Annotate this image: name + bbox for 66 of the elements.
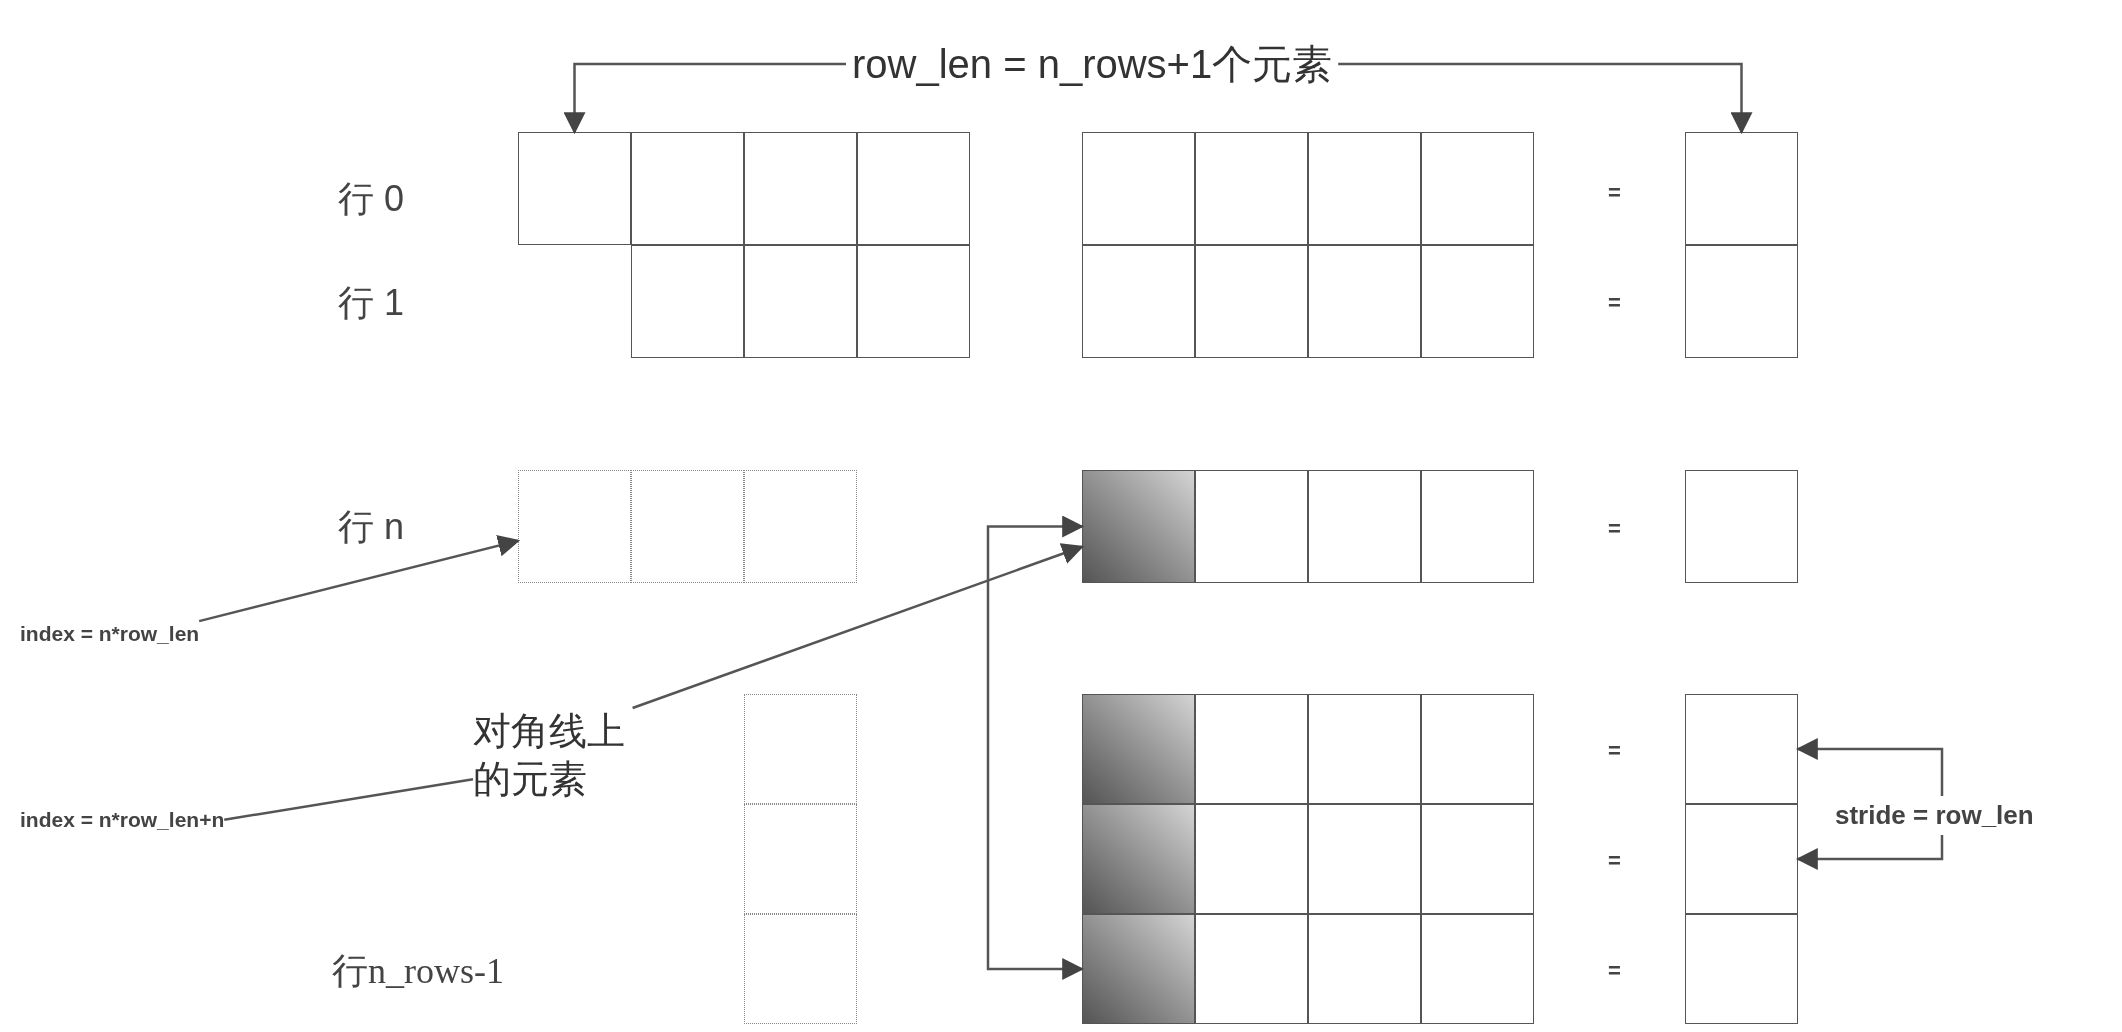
array-cell — [1421, 132, 1534, 245]
arrow — [632, 543, 1085, 710]
row-label: 行 0 — [338, 177, 405, 221]
array-cell — [1308, 694, 1421, 804]
equals-sign: = — [1608, 289, 1621, 317]
array-cell — [1421, 470, 1534, 583]
array-cell — [1685, 470, 1798, 583]
annotation-text: 对角线上的元素 — [473, 708, 633, 803]
array-cell — [1082, 132, 1195, 245]
array-cell — [1308, 804, 1421, 914]
array-cell — [744, 245, 857, 358]
array-cell — [1308, 470, 1421, 583]
dotted-cell — [744, 804, 857, 914]
index-formula: index = n*row_len — [20, 618, 200, 650]
array-cell — [1421, 804, 1534, 914]
array-cell — [1421, 245, 1534, 358]
diagonal-cell — [1082, 694, 1195, 804]
array-cell — [1421, 694, 1534, 804]
dotted-cell — [744, 914, 857, 1024]
dotted-cell — [518, 470, 631, 583]
array-cell — [1685, 132, 1798, 245]
array-cell — [1195, 245, 1308, 358]
array-cell — [1195, 470, 1308, 583]
double-arrow — [986, 515, 1085, 980]
dotted-cell — [631, 470, 744, 583]
dotted-cell — [744, 470, 857, 583]
arrow — [1795, 738, 1944, 796]
formula-label: row_len = n_rows+1个元素 — [852, 34, 1333, 94]
array-cell — [1685, 245, 1798, 358]
arrow — [198, 534, 521, 623]
array-cell — [518, 132, 631, 245]
diagonal-cell — [1082, 470, 1195, 583]
array-cell — [1685, 694, 1798, 804]
array-cell — [1308, 132, 1421, 245]
arrow — [1338, 62, 1753, 135]
array-cell — [1195, 132, 1308, 245]
array-cell — [857, 245, 970, 358]
array-cell — [1082, 245, 1195, 358]
array-cell — [1308, 245, 1421, 358]
row-label: 行 n — [338, 505, 405, 549]
array-cell — [631, 245, 744, 358]
row-label: 行 1 — [338, 281, 405, 325]
array-cell — [1308, 914, 1421, 1024]
arrow — [1795, 835, 1944, 870]
equals-sign: = — [1608, 515, 1621, 543]
index-formula: index = n*row_len+n — [20, 804, 225, 836]
stride-formula: stride = row_len — [1835, 796, 2034, 835]
row-label: 行n_rows-1 — [332, 950, 504, 993]
diagonal-cell — [1082, 804, 1195, 914]
equals-sign: = — [1608, 847, 1621, 875]
leader-line — [224, 778, 474, 821]
array-cell — [744, 132, 857, 245]
array-cell — [1685, 804, 1798, 914]
diagonal-cell — [1082, 914, 1195, 1024]
equals-sign: = — [1608, 179, 1621, 207]
array-cell — [857, 132, 970, 245]
arrow — [563, 62, 846, 135]
array-cell — [1685, 914, 1798, 1024]
array-cell — [1195, 914, 1308, 1024]
array-cell — [1421, 914, 1534, 1024]
equals-sign: = — [1608, 737, 1621, 765]
array-cell — [1195, 694, 1308, 804]
dotted-cell — [744, 694, 857, 804]
equals-sign: = — [1608, 957, 1621, 985]
array-cell — [1195, 804, 1308, 914]
array-cell — [631, 132, 744, 245]
